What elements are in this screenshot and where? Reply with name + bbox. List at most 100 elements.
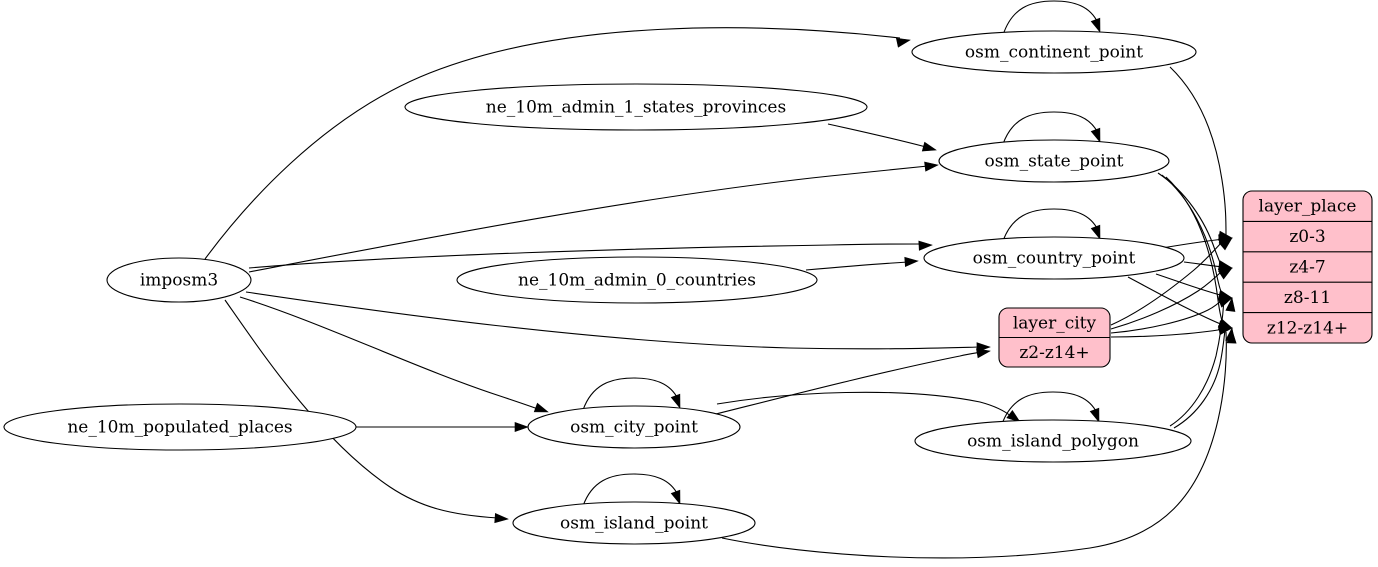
edge-imposm3-to-osm_city_point-arrowhead-icon xyxy=(533,402,549,413)
edge-osm_country_point-to-layer_place-z0-3-line xyxy=(1161,238,1225,249)
node-ne_10m_admin_1_states_provinces-shape xyxy=(404,83,868,131)
node-osm_city_point-shape xyxy=(527,405,741,449)
edges-layer xyxy=(204,0,1237,559)
node-osm_state_point[interactable]: osm_state_point xyxy=(938,139,1170,183)
node-ne_10m_admin_0_countries-label: ne_10m_admin_0_countries xyxy=(518,271,756,291)
edge-layer_city-to-layer_place-z4-7 xyxy=(1110,267,1233,330)
node-ne_10m_admin_1_states_provinces[interactable]: ne_10m_admin_1_states_provinces xyxy=(404,83,868,131)
layer_place-z4-7[interactable]: z4-7 xyxy=(1289,258,1325,278)
node-osm_island_point[interactable]: osm_island_point xyxy=(512,501,756,545)
layer_place-z0-3[interactable]: z0-3 xyxy=(1289,227,1325,247)
edge-osm_country_point-to-layer_place-z4-7-line xyxy=(1183,261,1225,268)
node-ne_10m_admin_0_countries-shape xyxy=(456,256,818,304)
edge-osm_country_point-self-arrowhead-icon xyxy=(1090,224,1101,240)
edge-layer_city-to-layer_place-z4-7-line xyxy=(1110,268,1225,330)
node-osm_continent_point[interactable]: osm_continent_point xyxy=(911,30,1197,74)
edge-nepop-to-osm_city_point-arrowhead-icon xyxy=(514,421,529,433)
edge-layer_city-to-layer_place-z4-7-arrowhead-icon xyxy=(1218,267,1233,280)
edge-osm_continent_point-to-layer_place-z0-3-line xyxy=(1169,66,1227,237)
node-osm_country_point-shape xyxy=(923,236,1185,280)
edge-osm_country_point-self xyxy=(1002,208,1101,242)
edge-osm_city_point-to-osm_island_polygon-arrowhead-icon xyxy=(1006,409,1021,423)
node-osm_country_point[interactable]: osm_country_point xyxy=(923,236,1185,280)
edge-osm_city_point-self-line xyxy=(582,377,679,411)
edge-imposm3-to-osm_city_point xyxy=(239,296,549,413)
edge-imposm3-to-osm_island_point-line xyxy=(224,299,499,519)
edge-osm_city_point-self-arrowhead-icon xyxy=(670,393,681,409)
edge-nepop-to-osm_city_point xyxy=(356,421,529,433)
edge-osm_island_polygon-self-arrowhead-icon xyxy=(1089,407,1100,423)
edge-imposm3-to-osm_state_point-arrowhead-icon xyxy=(924,161,939,172)
edge-osm_continent_point-self xyxy=(1002,0,1101,36)
node-ne_10m_populated_places-shape xyxy=(3,403,357,451)
layer_place-header[interactable]: layer_place xyxy=(1259,197,1357,217)
node-osm_island_polygon-shape xyxy=(914,419,1192,463)
record-node-layer_place-body xyxy=(1242,190,1373,344)
records-layer: layer_place z0-3 z4-7 z8-11 z12-z14+ layer_ci… xyxy=(998,190,1373,368)
node-ne_10m_populated_places[interactable]: ne_10m_populated_places xyxy=(3,403,357,451)
node-osm_island_point-shape xyxy=(512,501,756,545)
edge-osm_state_point-self-line xyxy=(1002,111,1099,145)
edge-imposm3-to-osm_island_point-arrowhead-icon xyxy=(494,513,509,524)
node-ne_10m_populated_places-label: ne_10m_populated_places xyxy=(67,418,292,438)
record-node-layer_place[interactable]: layer_place z0-3 z4-7 z8-11 z12-z14+ xyxy=(1242,190,1373,344)
nodes-layer: imposm3 ne_10m_admin_1_states_provincesne… xyxy=(3,30,1197,545)
edge-osm_island_polygon-self xyxy=(1001,391,1100,425)
edge-imposm3-to-osm_island_point xyxy=(224,299,509,524)
edge-layer_city-to-layer_place-z12 xyxy=(1110,325,1233,338)
edge-ne1-to-osm_state_point-arrowhead-icon xyxy=(921,141,937,152)
edge-imposm3-to-osm_continent_point-line xyxy=(204,27,901,260)
edge-imposm3-to-osm_country_point-arrowhead-icon xyxy=(918,240,933,251)
layer_city-header[interactable]: layer_city xyxy=(1013,313,1097,333)
edge-osm_city_point-to-layer_city xyxy=(711,348,991,416)
node-osm_island_point-label: osm_island_point xyxy=(560,514,708,534)
edge-osm_city_point-to-layer_city-arrowhead-icon xyxy=(976,348,991,359)
edge-imposm3-to-osm_state_point xyxy=(248,161,939,273)
edge-osm_island_polygon-self-line xyxy=(1001,391,1098,425)
edge-layer_city-to-layer_place-z8-11-line xyxy=(1110,297,1225,334)
node-imposm3[interactable]: imposm3 xyxy=(106,257,252,303)
edge-osm_island_point-self-arrowhead-icon xyxy=(670,489,681,505)
layer_place-z12[interactable]: z12-z14+ xyxy=(1267,318,1348,338)
edge-imposm3-to-osm_state_point-line xyxy=(248,165,929,273)
edge-osm_city_point-to-osm_island_polygon-line xyxy=(716,391,1013,418)
edge-layer_city-to-layer_place-z8-11 xyxy=(1110,297,1233,334)
record-node-layer_city[interactable]: layer_city z2-z14+ xyxy=(998,307,1111,368)
edge-osm_island_polygon-to-layer_place-z8-11-arrowhead-icon xyxy=(1225,297,1236,312)
node-osm_city_point-label: osm_city_point xyxy=(570,418,698,438)
node-osm_island_polygon-label: osm_island_polygon xyxy=(967,432,1139,452)
node-osm_island_polygon[interactable]: osm_island_polygon xyxy=(914,419,1192,463)
edge-imposm3-to-layer_city-line xyxy=(245,291,981,350)
node-osm_city_point[interactable]: osm_city_point xyxy=(527,405,741,449)
node-ne_10m_admin_1_states_provinces-label: ne_10m_admin_1_states_provinces xyxy=(486,98,786,118)
edge-osm_country_point-to-layer_place-z12 xyxy=(1127,276,1233,329)
edge-osm_island_polygon-to-layer_place-z12-line xyxy=(1173,329,1226,429)
edge-ne0-to-osm_country_point-arrowhead-icon xyxy=(904,256,919,267)
edge-osm_island_point-self xyxy=(582,473,681,507)
layer_city-z2[interactable]: z2-z14+ xyxy=(1019,343,1089,363)
edge-imposm3-to-osm_continent_point xyxy=(204,27,911,260)
node-osm_continent_point-label: osm_continent_point xyxy=(965,43,1143,63)
edge-osm_island_point-to-layer_place-z12 xyxy=(721,329,1237,559)
edge-osm_continent_point-self-arrowhead-icon xyxy=(1090,17,1101,33)
edge-layer_city-to-layer_place-z0-3-line xyxy=(1110,239,1225,326)
edge-osm_continent_point-to-layer_place-z0-3 xyxy=(1169,66,1233,241)
edge-imposm3-to-osm_city_point-line xyxy=(239,296,539,410)
edge-osm_country_point-to-layer_place-z8-11-line xyxy=(1155,273,1225,297)
edge-imposm3-to-osm_continent_point-arrowhead-icon xyxy=(895,37,911,48)
edge-osm_continent_point-self-line xyxy=(1002,0,1099,36)
edge-osm_country_point-to-layer_place-z12-line xyxy=(1127,276,1224,326)
edge-osm_island_point-to-layer_place-z12-arrowhead-icon xyxy=(1226,329,1237,344)
edge-osm_country_point-self-line xyxy=(1002,208,1099,242)
edge-ne1-to-osm_state_point xyxy=(827,123,937,152)
node-osm_country_point-label: osm_country_point xyxy=(973,249,1136,269)
node-imposm3-shape xyxy=(106,257,252,303)
edge-ne1-to-osm_state_point-line xyxy=(827,123,927,148)
node-ne_10m_admin_0_countries[interactable]: ne_10m_admin_0_countries xyxy=(456,256,818,304)
edge-osm_state_point-self xyxy=(1002,111,1101,145)
layer_place-z8-11[interactable]: z8-11 xyxy=(1284,288,1331,308)
edge-ne0-to-osm_country_point-line xyxy=(805,261,909,271)
edge-ne0-to-osm_country_point xyxy=(805,256,919,271)
